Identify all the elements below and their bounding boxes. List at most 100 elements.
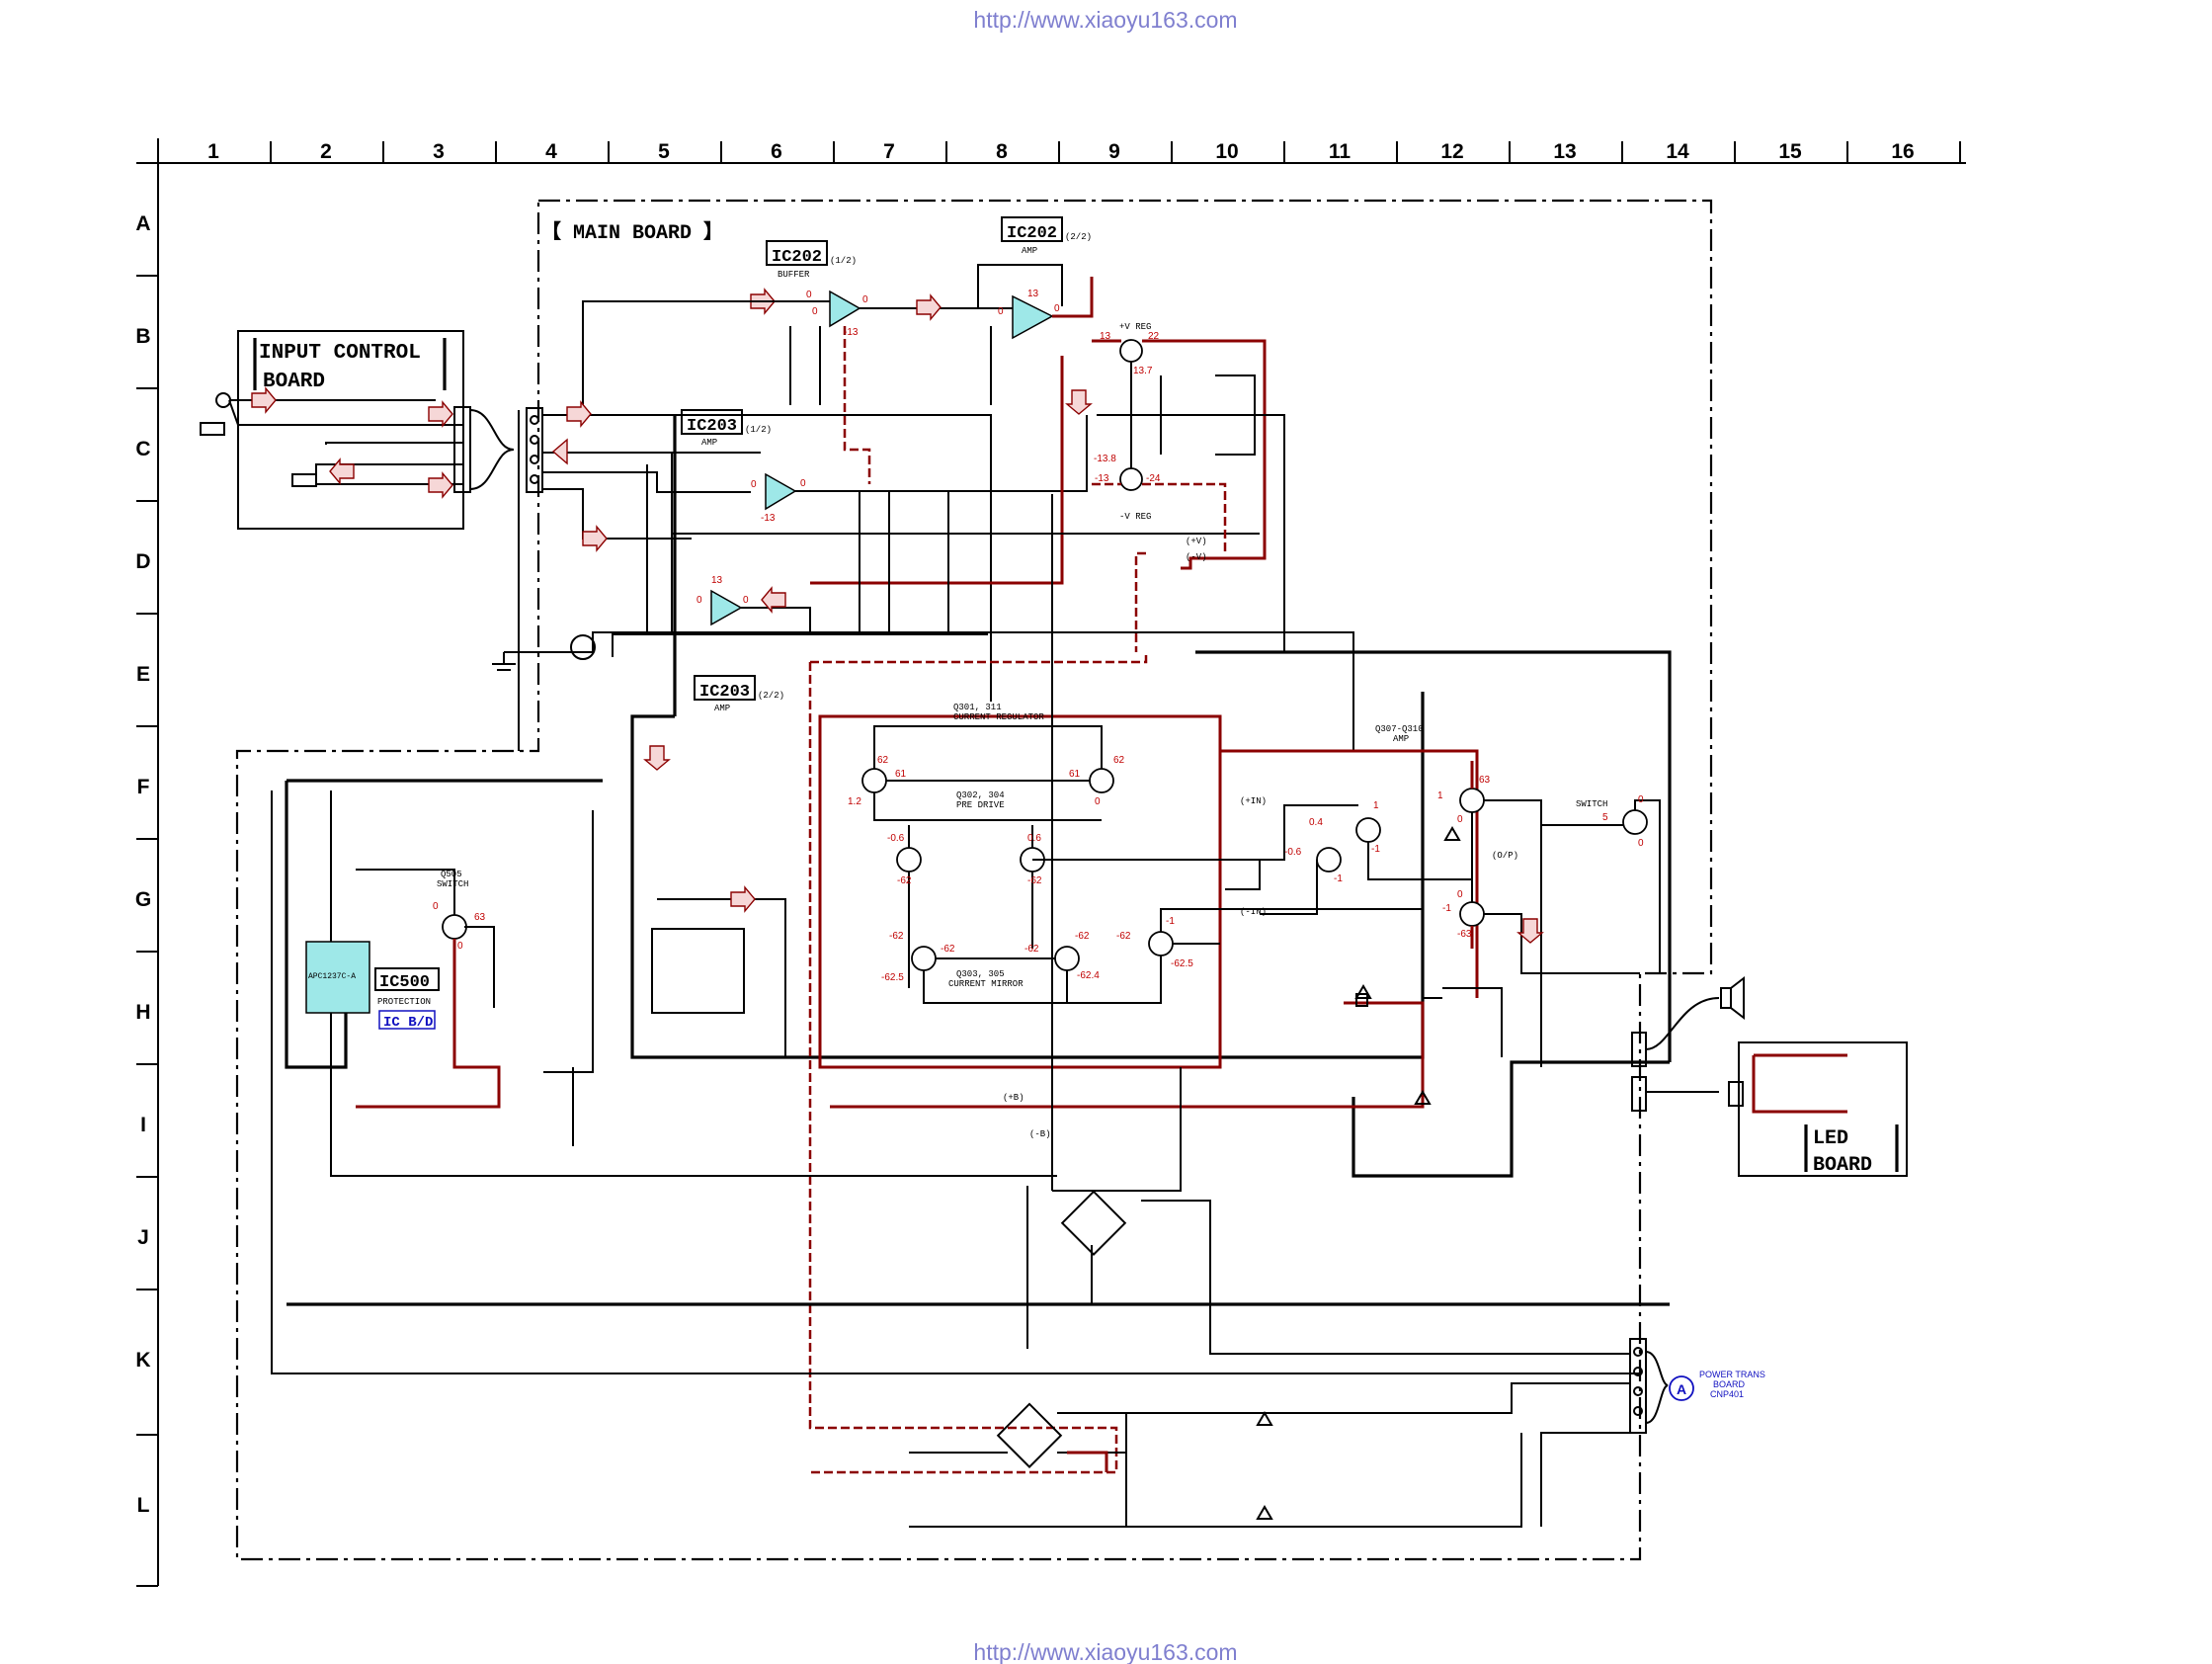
voltage-label: 0 xyxy=(743,595,749,606)
voltage-label: 0 xyxy=(812,306,818,317)
ic202-amp-label: IC202 (2/2) AMP xyxy=(1001,216,1092,256)
voltage-label: 0 xyxy=(433,901,439,912)
ic202-section xyxy=(542,264,1260,702)
transistor-voltages: 62 61 1.2 61 62 0 -0.6 -62 0.6 -62 -62 -… xyxy=(433,755,1644,983)
voltage-label: -0.6 xyxy=(887,833,905,844)
ic500-func: PROTECTION xyxy=(377,997,431,1007)
q302-transistor xyxy=(896,847,922,873)
voltage-label: 63 xyxy=(1479,775,1491,786)
row-label: E xyxy=(136,663,150,686)
row-ticks xyxy=(136,162,158,1587)
col-label: 16 xyxy=(1891,140,1914,163)
ic202-buffer-func: BUFFER xyxy=(778,270,810,280)
ic203-amp2-func: AMP xyxy=(714,704,730,713)
main-board-outline xyxy=(235,199,1713,1561)
voltage-label: 62 xyxy=(1113,755,1125,766)
ic203-amp1-name: IC203 xyxy=(687,417,737,436)
voltage-label: -62 xyxy=(889,931,904,942)
voltage-label: 0.4 xyxy=(1309,817,1323,828)
led-board-title: LED xyxy=(1813,1127,1848,1150)
q307-func-label: AMP xyxy=(1393,734,1409,744)
connector-bracket xyxy=(469,409,515,490)
net-label: (O/P) xyxy=(1492,851,1518,861)
net-label: (-IN) xyxy=(1240,907,1267,917)
voltage-label: 0 xyxy=(1638,794,1644,805)
voltage-label: 0 xyxy=(806,290,812,300)
voltage-label: 0 xyxy=(862,294,868,305)
ic202-amp-func: AMP xyxy=(1022,246,1037,256)
row-label: H xyxy=(135,1001,150,1024)
ic203-amp2-label: IC203 (2/2) AMP xyxy=(694,675,784,713)
q505-func-label: SWITCH xyxy=(437,879,468,889)
row-label: I xyxy=(140,1114,146,1136)
col-label: 5 xyxy=(658,140,670,163)
q307-label: Q307-Q310 xyxy=(1375,724,1424,734)
ic203-amp1-func: AMP xyxy=(701,438,717,448)
ic202-buffer-opamp xyxy=(829,290,861,328)
voltage-label: -62 xyxy=(1024,944,1039,955)
voltage-label: 0 xyxy=(800,478,806,489)
connector-a-line2: BOARD xyxy=(1713,1379,1746,1389)
switch-label: SWITCH xyxy=(1576,799,1607,809)
voltage-label: -62 xyxy=(941,944,955,955)
row-label: A xyxy=(135,212,150,235)
input-control-title: INPUT CONTROL xyxy=(259,342,421,365)
net-label: (+B) xyxy=(1003,1093,1024,1103)
voltage-label: -62.5 xyxy=(881,972,904,983)
url-top[interactable]: http://www.xiaoyu163.com xyxy=(973,7,1237,33)
ic500-chip xyxy=(305,941,370,1014)
voltage-label: -24 xyxy=(1146,473,1161,484)
col-label: 14 xyxy=(1666,140,1689,163)
voltage-label: 0 xyxy=(998,306,1004,317)
q305-transistor xyxy=(1054,946,1080,971)
ic203-amp2-opamp xyxy=(710,589,743,626)
col-label: 3 xyxy=(433,140,445,163)
bridge-rectifier-top xyxy=(1060,1190,1127,1256)
row-label: C xyxy=(135,438,150,460)
switch-transistor xyxy=(1622,809,1648,835)
ground-symbol xyxy=(492,634,596,671)
q302-label: Q302, 304 xyxy=(956,790,1005,800)
q309-transistor xyxy=(1459,788,1485,813)
col-label: 9 xyxy=(1108,140,1120,163)
voltage-label: -1 xyxy=(1442,903,1451,914)
input-control-board: INPUT CONTROL BOARD xyxy=(200,330,471,530)
regulator-section: +V REG -V REG 13 22 13.7 -13.8 -13 -24 (… xyxy=(1065,322,1285,652)
connector-a-letter: A xyxy=(1677,1381,1686,1397)
voltage-label: -1 xyxy=(1334,874,1343,884)
column-labels: 1 2 3 4 5 6 7 8 9 10 11 12 13 14 15 16 xyxy=(207,140,1915,163)
url-bottom[interactable]: http://www.xiaoyu163.com xyxy=(973,1639,1237,1664)
warning-icon xyxy=(1414,1090,1432,1105)
voltage-label: -13 xyxy=(844,327,859,338)
vreg-pos-label: +V REG xyxy=(1119,322,1151,332)
q303-label: Q303, 305 xyxy=(956,969,1005,979)
voltage-label: 13 xyxy=(1100,331,1111,342)
warning-icon xyxy=(1354,984,1372,999)
ic202-amp-opamp xyxy=(1012,294,1054,340)
connector-a-line3: CNP401 xyxy=(1710,1389,1744,1399)
row-label: L xyxy=(137,1494,150,1517)
ic202-buffer-name: IC202 xyxy=(772,248,822,267)
q301-func-label: CURRENT REGULATOR xyxy=(953,712,1044,722)
voltage-label: 1 xyxy=(1373,800,1379,811)
q505-label: Q505 xyxy=(441,870,462,879)
voltage-label: 13 xyxy=(1027,289,1039,299)
q505-transistor xyxy=(442,914,467,940)
ic500-name: IC500 xyxy=(379,973,430,992)
col-label: 1 xyxy=(207,140,219,163)
led-board xyxy=(1738,1041,1908,1177)
q310-transistor xyxy=(1459,901,1485,927)
voltage-label: 0.6 xyxy=(1027,833,1041,844)
ic202-amp-part: (2/2) xyxy=(1065,232,1092,242)
q303-transistor xyxy=(911,946,937,971)
q301-label: Q301, 311 xyxy=(953,703,1002,712)
grid-frame xyxy=(136,138,1966,1587)
net-label: (-B) xyxy=(1029,1129,1051,1139)
net-label: (+IN) xyxy=(1240,796,1267,806)
q307-transistor xyxy=(1355,817,1381,843)
output-section: LED BOARD A POWER TRANS BOARD CNP401 xyxy=(1629,975,1908,1434)
col-label: 15 xyxy=(1778,140,1802,163)
net-label: (-V) xyxy=(1186,552,1207,562)
voltage-label: 13 xyxy=(711,575,723,586)
